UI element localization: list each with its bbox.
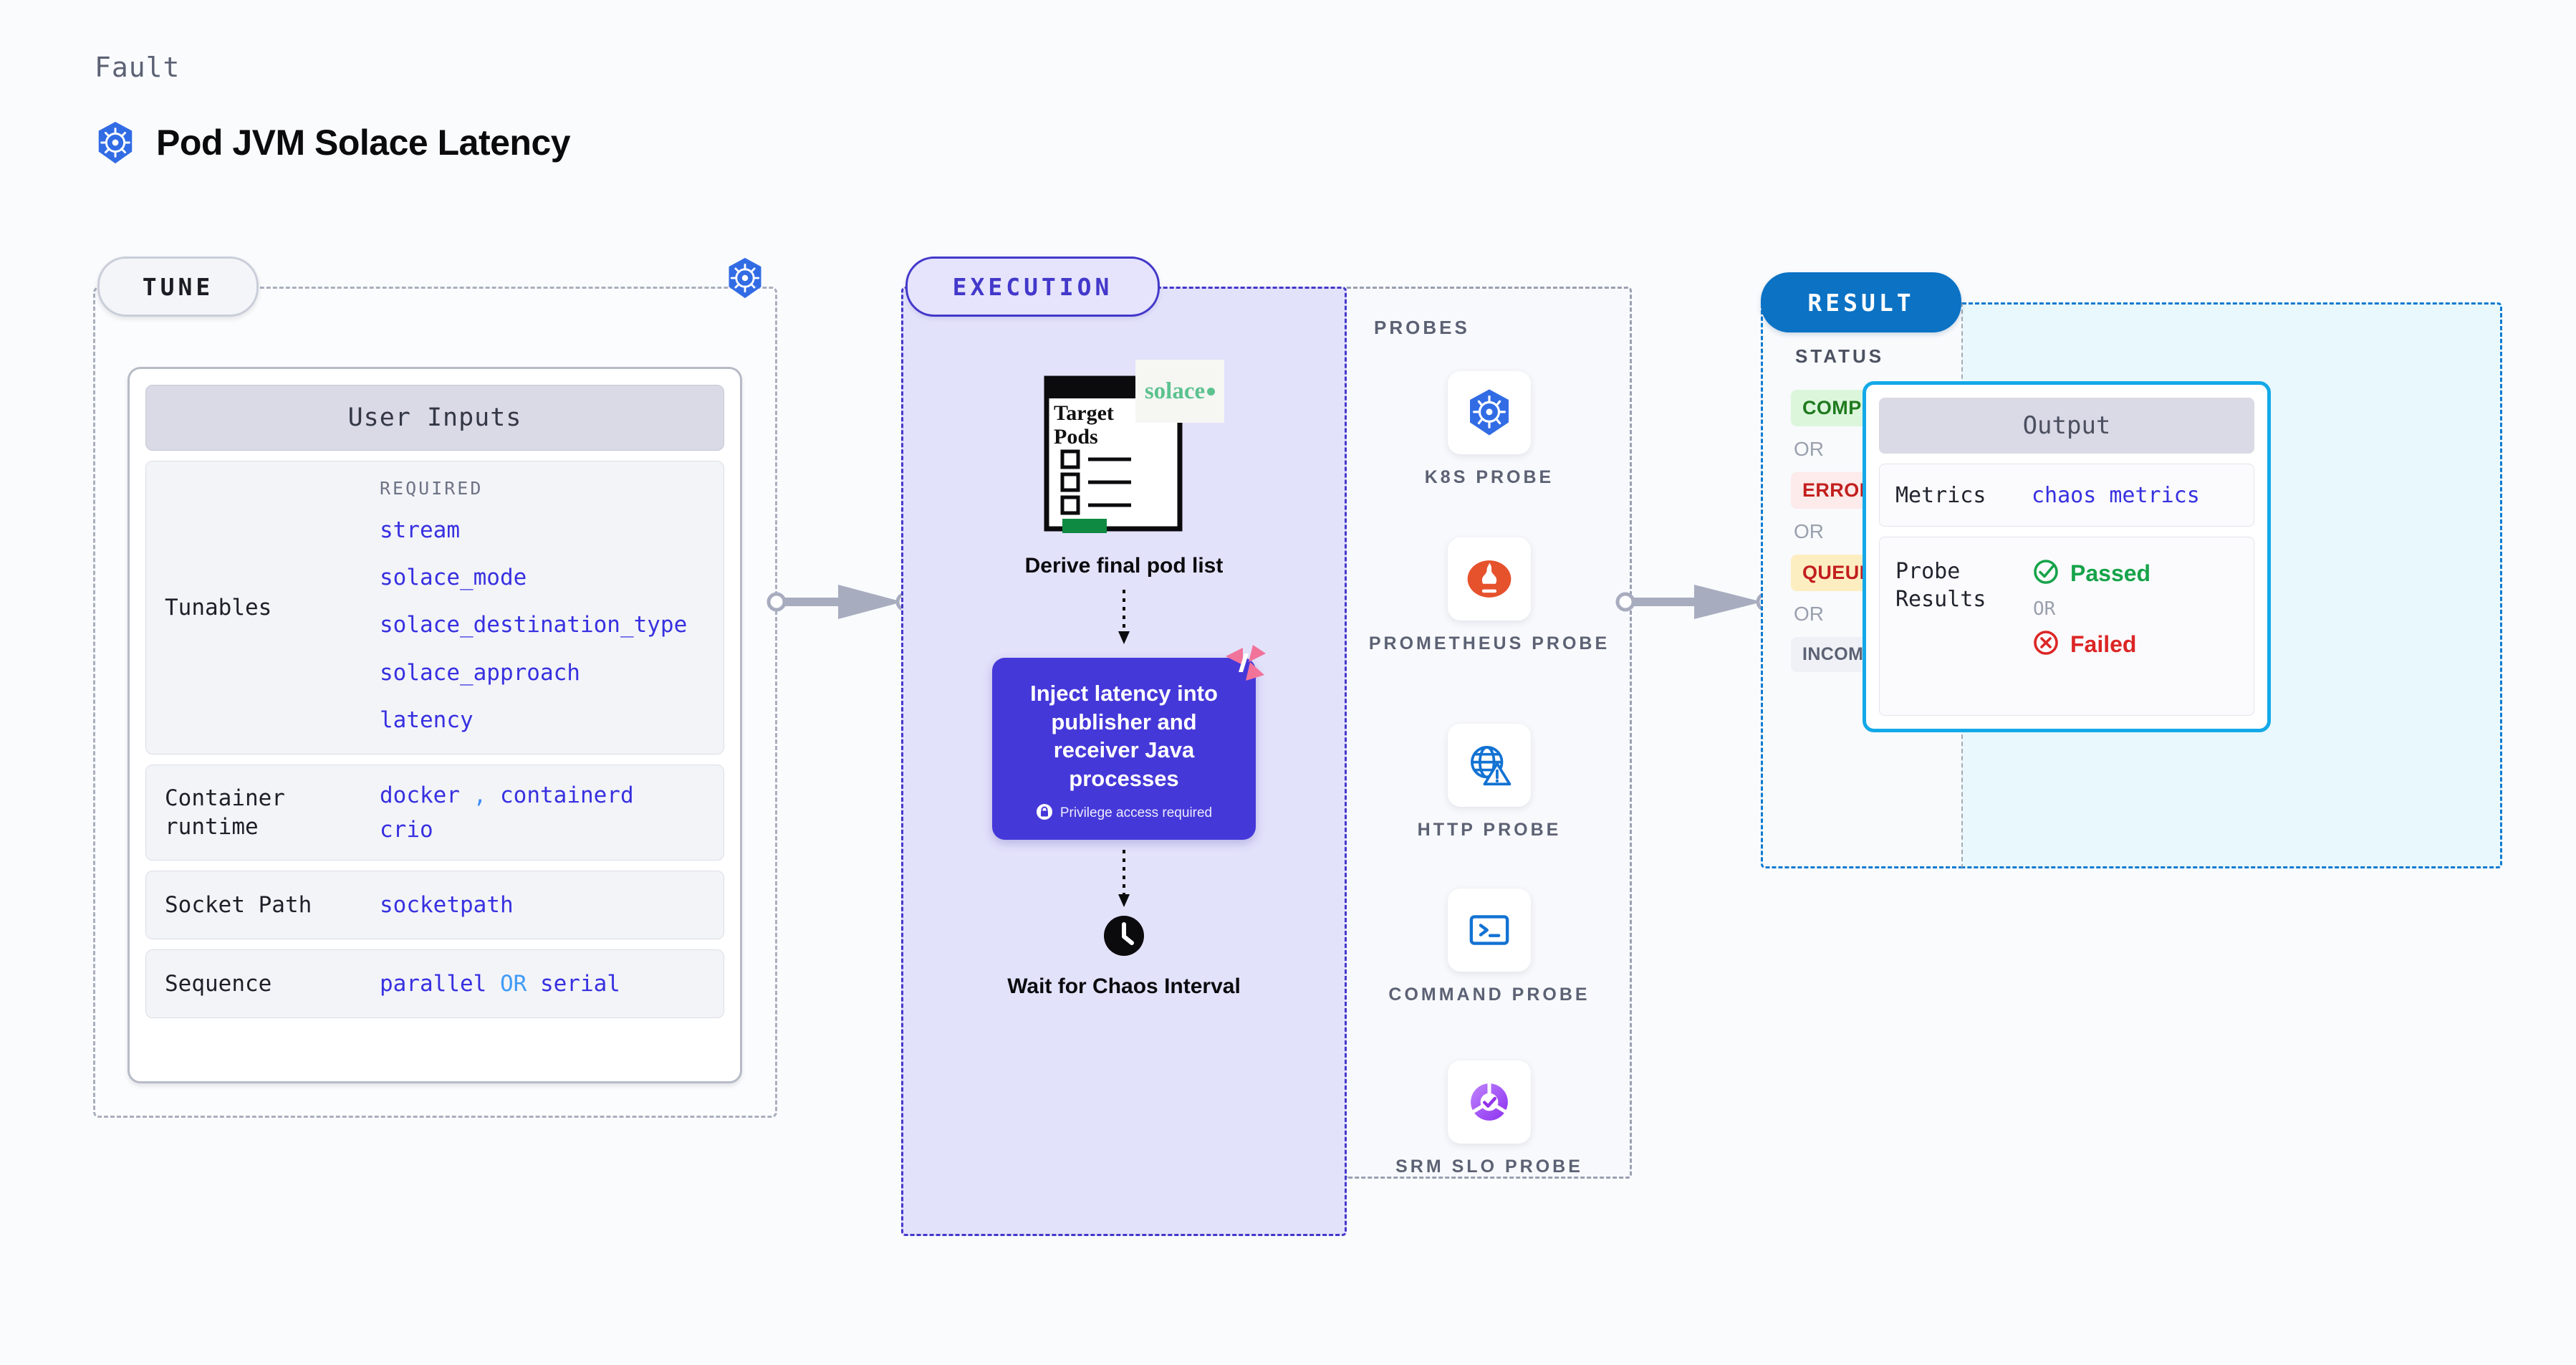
target-pods-doc-title: Target Pods [1054,401,1114,449]
tunable-item: solace_destination_type [380,612,688,638]
sequence-or: OR [499,971,527,997]
user-inputs-card: User Inputs Tunables REQUIRED stream sol… [128,367,742,1083]
connector-tune-to-execution [766,582,917,626]
failed-label: Failed [2070,631,2137,657]
x-circle-icon [2032,628,2060,661]
kubernetes-icon [1448,371,1531,454]
probe-label: PROMETHEUS PROBE [1368,633,1610,653]
harness-logo-icon [1224,643,1267,689]
probe-result-passed: Passed [2032,557,2150,590]
metrics-row: Metrics chaos metrics [1879,464,2254,527]
check-circle-icon [2032,557,2060,590]
kubernetes-icon [93,120,138,165]
privilege-note: Privilege access required [1059,805,1213,821]
probe-results-label: Probe Results [1895,559,1986,612]
tunable-item: solace_mode [380,565,527,591]
probe-results-values: Passed OR Failed [2032,557,2150,661]
derive-pod-list-caption: Derive final pod list [1024,554,1224,578]
container-runtime-row: Container runtime docker , containerd cr… [145,765,724,861]
flow-arrow-2 [1115,849,1133,914]
page-title: Pod JVM Solace Latency [156,123,571,163]
probe-label: HTTP PROBE [1417,820,1562,840]
globe-warning-icon [1448,724,1531,807]
probe-srm-slo[interactable]: SRM SLO PROBE [1347,1060,1632,1179]
socket-path-label: Socket Path [165,891,312,918]
tunables-label: Tunables [165,594,272,621]
runtime-value: crio [380,817,433,843]
inject-latency-text: Inject latency into publisher and receiv… [1030,681,1218,792]
result-stage-pill[interactable]: RESULT [1761,272,1961,332]
page-eyebrow: Fault [95,52,181,83]
tunables-values: REQUIRED stream solace_mode solace_desti… [380,478,687,737]
tunable-item: latency [380,707,474,733]
probe-http[interactable]: HTTP PROBE [1347,724,1632,843]
probe-results-or: OR [2033,598,2056,620]
terminal-icon [1448,889,1531,972]
sequence-value-b: serial [539,971,620,997]
execution-stage: EXECUTION PROBES [901,257,1632,1236]
privilege-row: Privilege access required [1011,803,1237,824]
required-label: REQUIRED [380,478,484,499]
srm-slo-icon [1448,1060,1531,1144]
output-title: Output [1879,398,2254,454]
probe-label: SRM SLO PROBE [1395,1156,1583,1177]
output-card: Output Metrics chaos metrics Probe Resul… [1863,381,2271,732]
container-runtime-label: Container runtime [165,785,285,840]
inject-latency-card[interactable]: Inject latency into publisher and receiv… [992,645,1266,840]
container-runtime-values: docker , containerd crio [380,778,634,847]
clock-icon [1102,914,1146,962]
probe-k8s[interactable]: K8S PROBE [1347,371,1632,490]
sequence-values: parallel OR serial [380,967,620,1001]
probe-result-failed: Failed [2032,628,2150,661]
status-or: OR [1794,520,1824,542]
connector-execution-to-result [1615,582,1780,626]
probe-command[interactable]: COMMAND PROBE [1347,889,1632,1007]
probe-prometheus[interactable]: PROMETHEUS PROBE [1347,537,1632,656]
sequence-label: Sequence [165,970,272,997]
sequence-row: Sequence parallel OR serial [145,949,724,1019]
status-label: STATUS [1795,345,1885,367]
target-pods-document-icon: Target Pods solace [1038,360,1224,537]
tunable-item: solace_approach [380,659,580,686]
tunable-item: stream [380,517,460,544]
socket-path-row: Socket Path socketpath [145,871,724,940]
tune-stage-pill[interactable]: TUNE [97,257,259,317]
tune-kubernetes-badge-icon [724,257,766,303]
lock-icon [1036,803,1053,824]
user-inputs-title: User Inputs [145,385,724,451]
result-stage: RESULT STATUS COMPLETED OR ERRORED OR QU… [1761,272,2502,868]
runtime-separator: , [473,782,487,808]
metrics-label: Metrics [1895,482,1986,508]
wait-chaos-interval-caption: Wait for Chaos Interval [1007,974,1241,998]
probes-label: PROBES [1374,317,1470,338]
tunables-row: Tunables REQUIRED stream solace_mode sol… [145,461,724,755]
page-title-row: Pod JVM Solace Latency [93,120,571,165]
status-or: OR [1794,438,1824,460]
execution-stage-pill[interactable]: EXECUTION [905,257,1160,317]
passed-label: Passed [2070,560,2151,586]
solace-logo-icon: solace [1135,360,1224,423]
execution-flow-column: Target Pods solace Derive final pod list [901,287,1347,1236]
metrics-value: chaos metrics [2032,482,2200,508]
probe-label: COMMAND PROBE [1388,985,1590,1005]
status-or: OR [1794,603,1824,625]
runtime-value: docker [380,782,460,808]
flow-arrow-1 [1115,590,1133,651]
sequence-value-a: parallel [380,971,487,997]
runtime-value: containerd [500,782,634,808]
socket-path-value: socketpath [380,892,514,919]
prometheus-icon [1448,537,1531,621]
probe-results-row: Probe Results Passed OR [1879,537,2254,716]
probe-label: K8S PROBE [1424,467,1554,487]
tune-stage: TUNE User Inputs Tunables REQUIRED strea… [93,257,777,1118]
